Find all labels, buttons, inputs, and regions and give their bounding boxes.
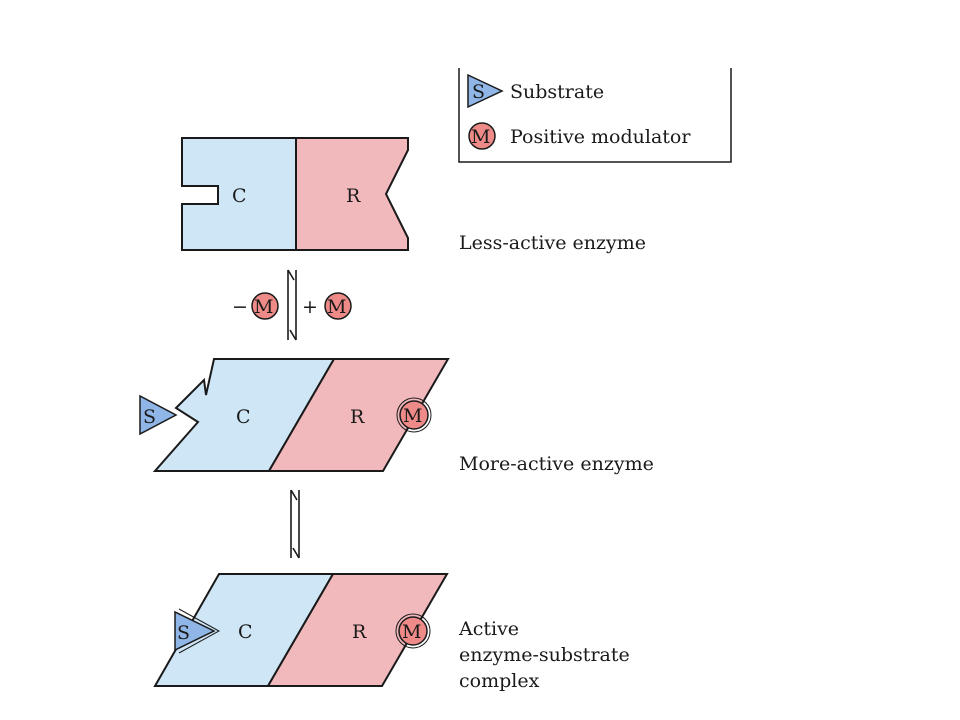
bound-modulator-symbol: M xyxy=(402,621,421,643)
state-caption: Less-active enzyme xyxy=(459,232,646,254)
released-modulator-icon xyxy=(251,292,279,320)
regulatory-subunit xyxy=(295,137,409,251)
forward-arrow-head xyxy=(292,547,300,559)
less-active-enzyme: C R Less-active enzyme xyxy=(181,137,646,254)
regulatory-subunit xyxy=(267,358,450,472)
bound-modulator-icon xyxy=(398,616,428,646)
legend-substrate-icon xyxy=(467,73,504,109)
legend-modulator-symbol: M xyxy=(471,126,490,148)
bound-modulator-icon xyxy=(399,400,429,430)
released-modulator-symbol: M xyxy=(254,296,273,318)
reverse-arrow-head xyxy=(290,489,298,501)
free-substrate-symbol: S xyxy=(143,406,156,428)
regulatory-label: R xyxy=(352,621,367,643)
state-caption-line-1: Active xyxy=(458,618,519,640)
legend-modulator-icon xyxy=(468,122,496,150)
more-active-enzyme: S C R M More-active enzyme xyxy=(139,358,654,475)
reverse-arrow-head xyxy=(287,269,295,281)
substrate-equilibrium xyxy=(290,489,300,559)
regulatory-label: R xyxy=(346,185,361,207)
legend: S Substrate M Positive modulator xyxy=(458,68,732,163)
modulator-site-outline xyxy=(396,397,432,433)
catalytic-label: C xyxy=(236,406,251,428)
legend-modulator-label: Positive modulator xyxy=(510,126,691,148)
regulatory-label: R xyxy=(350,406,365,428)
legend-frame xyxy=(458,68,732,163)
remove-sign: − xyxy=(232,296,248,318)
bound-modulator-symbol: M xyxy=(403,405,422,427)
modulator-equilibrium: − M + M xyxy=(232,269,352,341)
forward-arrow-head xyxy=(289,329,297,341)
catalytic-label: C xyxy=(232,185,247,207)
modulator-site-outline xyxy=(395,613,431,649)
substrate-site-outline xyxy=(178,608,221,654)
bound-modulator-symbol: M xyxy=(327,296,346,318)
bound-substrate-symbol: S xyxy=(177,622,190,644)
legend-substrate-symbol: S xyxy=(472,81,485,103)
legend-substrate-label: Substrate xyxy=(510,81,604,103)
catalytic-label: C xyxy=(238,621,253,643)
state-caption: More-active enzyme xyxy=(459,453,654,475)
state-caption-line-3: complex xyxy=(459,670,540,692)
free-substrate-icon xyxy=(139,394,178,436)
bound-modulator-icon xyxy=(324,292,352,320)
bound-substrate-icon xyxy=(174,610,216,652)
add-sign: + xyxy=(302,296,318,318)
active-enzyme-substrate-complex: S C R M Active enzyme-substrate complex xyxy=(153,573,630,692)
regulatory-subunit xyxy=(266,573,449,687)
state-caption-line-2: enzyme-substrate xyxy=(459,644,630,666)
